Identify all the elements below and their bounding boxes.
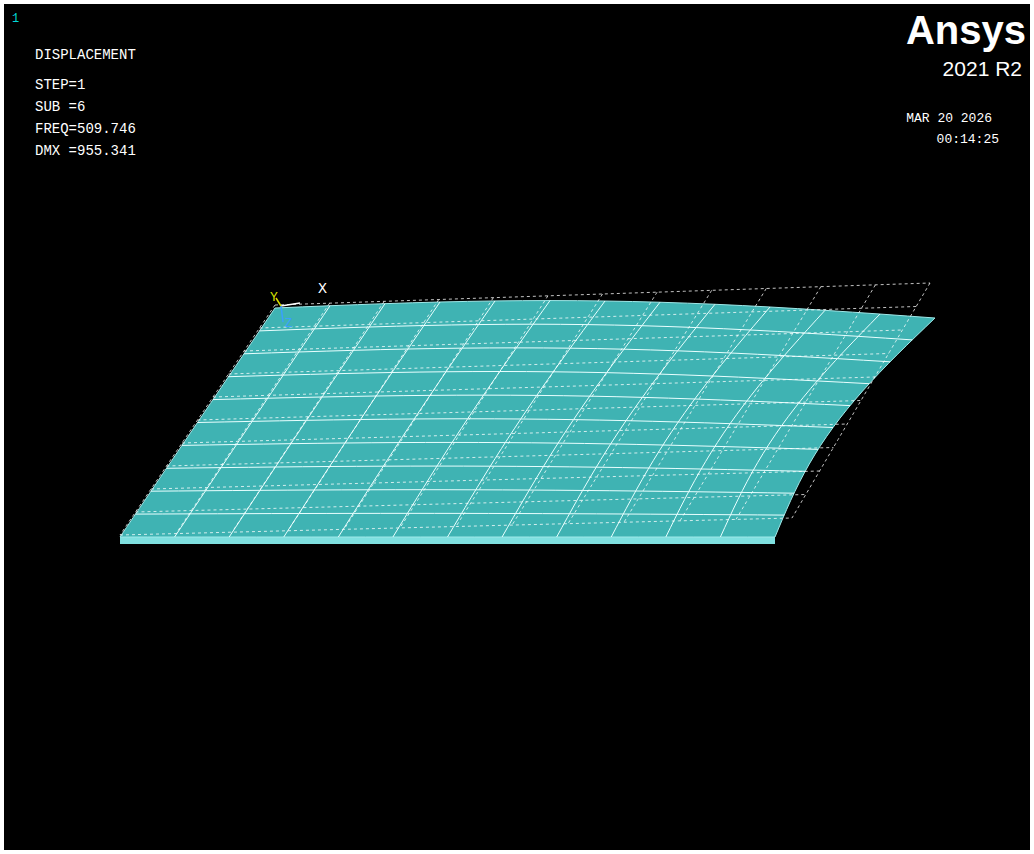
undeformed-outline (512, 292, 657, 525)
mesh-line (229, 372, 870, 384)
undeformed-outline (624, 289, 766, 523)
z-axis-line (281, 306, 283, 322)
undeformed-outline (198, 401, 862, 421)
undeformed-outline (120, 518, 792, 535)
undeformed-outline (213, 377, 875, 397)
window-number: 1 (12, 13, 19, 25)
plot-background (4, 4, 1030, 850)
plate-edge (120, 537, 775, 544)
max-displacement: DMX =955.341 (35, 144, 136, 158)
mesh-line (182, 442, 818, 449)
time-label: 00:14:25 (937, 133, 999, 146)
undeformed-outline (167, 448, 834, 467)
undeformed-outline (244, 330, 902, 351)
mesh-line (151, 490, 794, 493)
date-label: MAR 20 2026 (906, 112, 992, 125)
undeformed-outline (151, 471, 820, 489)
step-info: STEP=1 (35, 78, 85, 92)
deformed-plate (120, 301, 935, 537)
version-label: 2021 R2 (943, 58, 1022, 79)
undeformed-outline (275, 283, 930, 305)
result-type: DISPLACEMENT (35, 48, 136, 62)
mesh-line (136, 513, 785, 515)
plate-mesh (120, 283, 935, 544)
undeformed-outline (568, 290, 712, 523)
brand-logo: Ansys (906, 10, 1026, 50)
undeformed-outline (792, 283, 930, 518)
mesh-line (167, 466, 806, 471)
undeformed-outline (260, 307, 917, 329)
undeformed-outline (288, 300, 439, 531)
mesh-line (198, 419, 834, 428)
undeformed-outline (136, 495, 806, 513)
substep-info: SUB =6 (35, 100, 85, 114)
undeformed-outline (229, 354, 889, 375)
z-axis-label: Z (285, 318, 292, 330)
x-axis-line (281, 303, 300, 306)
y-axis-label: Y (270, 291, 278, 304)
frequency-info: FREQ=509.746 (35, 122, 136, 136)
undeformed-outline (182, 424, 847, 443)
x-axis-label: X (318, 282, 327, 297)
mesh-line (260, 324, 913, 340)
undeformed-outline (344, 298, 493, 530)
